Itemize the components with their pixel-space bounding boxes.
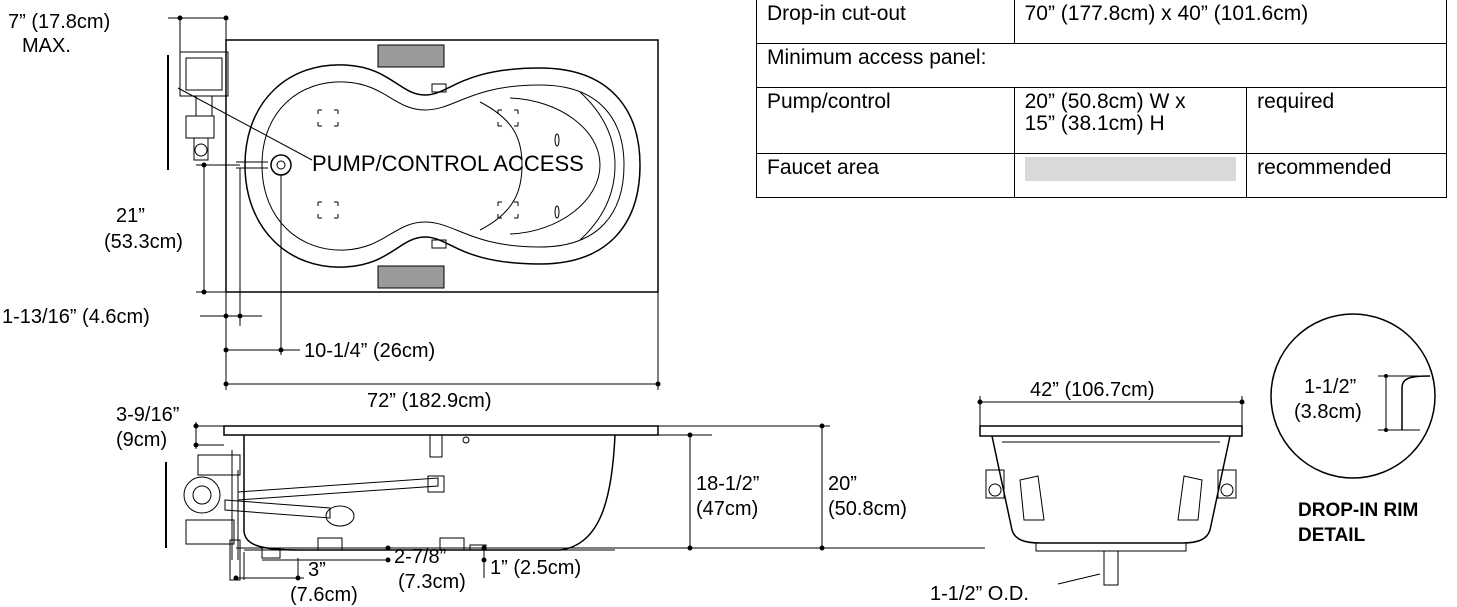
overflow-hole [462,436,470,444]
bottom-handle-panel [377,265,445,289]
dim-3-9-16-line1: 3-9/16” [116,404,179,426]
drain-inner [276,160,286,170]
dim-42: 42” (106.7cm) [1030,379,1155,401]
dim-21-line1: 21” [116,205,145,227]
table-row: Drop-in cut-out 70” (177.8cm) x 40” (101… [756,0,1448,44]
faucet-size-blank [1024,157,1237,181]
cutout-value: 70” (177.8cm) x 40” (101.6cm) [1013,0,1448,44]
dim-dot [385,557,391,563]
rim-end-view [979,425,1243,437]
dim-dot [819,423,825,429]
faucet-label: Faucet area [756,153,1015,198]
headrest-contour [579,91,616,241]
basin-outline [244,64,641,268]
rim-profile [1401,375,1431,430]
spec-table: Drop-in cut-out 70” (177.8cm) x 40” (101… [756,0,1448,198]
plan-view: PUMP/CONTROL ACCESS 7” (17.8cm) MAX. 21”… [2,11,661,412]
dim-dot [223,347,229,353]
access-label: PUMP/CONTROL ACCESS [312,151,584,176]
dim-1-13-16: 1-13/16” (4.6cm) [2,306,150,328]
dim-dot [655,381,661,387]
dim-3-line2: (7.6cm) [290,584,358,606]
rim-detail: 1-1/2” (3.8cm) DROP-IN RIM DETAIL [1270,313,1436,546]
dim-dot [193,442,199,448]
rim-detail-title-line1: DROP-IN RIM [1298,500,1418,521]
dim-dot [223,381,229,387]
dim-dot [177,15,183,21]
dim-2-7-8-line1: 2-7/8” [394,546,446,568]
rim-detail-circle [1270,313,1436,479]
dim-dot [1239,399,1245,405]
dim-1: 1” (2.5cm) [490,557,581,579]
rim-bracket-top [431,83,447,93]
dim-dot [977,399,983,405]
foot [439,537,465,551]
faucet-note: recommended [1246,153,1447,198]
dim-dot [687,432,693,438]
rim-dim-line2: (3.8cm) [1294,401,1362,423]
basin-inner [261,81,625,251]
backrest-contour [509,97,601,235]
tub-body-end-view [991,435,1231,544]
dim-2-7-8-line2: (7.3cm) [398,571,466,593]
end-view: 42” (106.7cm) 1-1/2” O.D. [930,379,1245,605]
piping-elevation [183,450,445,581]
dim-18-1-2-line2: (47cm) [696,498,758,520]
rim-detail-title-line2: DETAIL [1298,525,1366,546]
pump-note: required [1246,87,1447,154]
dim-20-line2: (50.8cm) [828,498,907,520]
dim-dot [385,545,391,551]
foot [317,537,343,551]
armrest-contour [479,101,523,231]
dim-dot [201,162,207,168]
dim-dot [223,15,229,21]
rim-elevation [223,425,659,436]
dim-3-9-16-line2: (9cm) [116,429,167,451]
cutout-label: Drop-in cut-out [756,0,1015,44]
drain-circle [270,154,292,176]
dim-dot [233,575,239,581]
dim-20-line1: 20” [828,473,857,495]
dim-dot [201,289,207,295]
dim-dot [481,545,487,551]
dim-max-line1: 7” (17.8cm) [8,11,110,33]
dim-dot [278,347,284,353]
pump-size-line2: 15” (38.1cm) H [1024,112,1165,135]
pump-size-line1: 20” (50.8cm) W x [1024,90,1186,113]
top-handle-panel [377,44,445,68]
overflow-fitting [429,434,443,458]
drain-pipe-end [1103,550,1119,586]
pump-label: Pump/control [756,87,1015,154]
dim-dot [237,313,243,319]
od-leader [1057,573,1101,585]
dim-72: 72” (182.9cm) [367,390,492,412]
end-view-fittings [985,469,1237,521]
tub-outline-plan [225,39,659,293]
rim-dim-line1: 1-1/2” [1304,376,1356,398]
dim-18-1-2-line1: 18-1/2” [696,473,759,495]
table-row: Pump/control 20” (50.8cm) W x 15” (38.1c… [756,87,1447,154]
dim-dot [481,557,487,563]
side-elevation: 3-9/16” (9cm) 18-1/2” (47cm) 20” (50.8cm… [116,404,985,606]
drain-od-label: 1-1/2” O.D. [930,583,1029,605]
pump-size: 20” (50.8cm) W x 15” (38.1cm) H [1013,87,1248,154]
pump-assembly-plan [179,51,229,161]
dim-dot [1384,428,1388,432]
end-view-base [1035,542,1187,552]
jet-markers [317,109,560,219]
dim-10-1-4: 10-1/4” (26cm) [304,340,435,362]
access-leader [177,87,313,161]
dim-21-line2: (53.3cm) [104,231,183,253]
dim-dot [223,313,229,319]
dim-dot [193,423,199,429]
dim-max-line2: MAX. [22,35,71,57]
rim-bracket-bottom [431,239,447,249]
table-row: Faucet area recommended [756,153,1447,198]
faucet-size [1013,153,1248,198]
dim-dot [1384,374,1388,378]
dim-3-line1: 3” [308,559,326,581]
